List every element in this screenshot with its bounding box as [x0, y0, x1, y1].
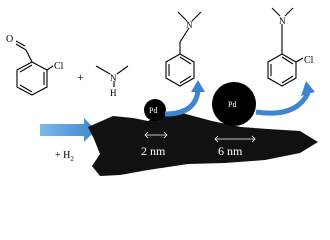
product2-nitrogen-label: N: [279, 16, 286, 26]
amine-nitrogen-label: N: [110, 73, 117, 83]
chlorobenzyl-dimethylamine-structure: [267, 7, 304, 87]
carbon-support: [88, 113, 318, 176]
pd-small-label: Pd: [149, 106, 157, 115]
pd-large-label: Pd: [228, 100, 236, 109]
pd-nanoparticle-small: [144, 99, 166, 121]
reaction-scheme: O Cl + N H + H2 Pd Pd 2 nm 6 nm: [6, 7, 318, 176]
benzyl-dimethylamine-structure: [165, 11, 202, 87]
product1-nitrogen-label: N: [186, 20, 193, 30]
hydrogen-label: + H2: [55, 150, 74, 163]
size-large-label: 6 nm: [218, 144, 243, 158]
chlorobenzaldehyde-structure: [15, 40, 54, 96]
product-arrow-left: [164, 80, 205, 117]
input-arrow: [40, 118, 96, 142]
size-small-label: 2 nm: [141, 144, 166, 158]
aldehyde-oxygen-label: O: [6, 34, 13, 45]
plus-sign: +: [77, 70, 84, 84]
size-marker-small: [144, 131, 168, 139]
product-chlorine-label: Cl: [304, 55, 314, 66]
size-marker-large: [214, 135, 256, 143]
product-arrow-right: [255, 81, 315, 116]
amine-hydrogen-label: H: [110, 88, 117, 98]
dimethylamine-structure: [95, 65, 129, 87]
pd-nanoparticle-large: [212, 82, 256, 126]
reactant-chlorine-label: Cl: [54, 61, 64, 72]
